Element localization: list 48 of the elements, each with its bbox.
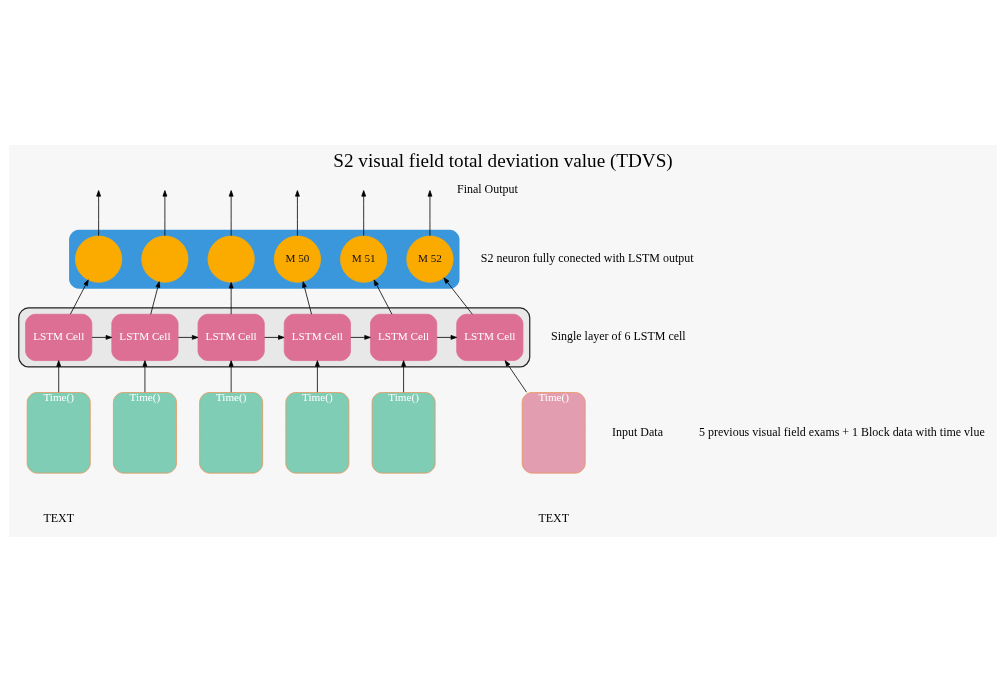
label: Single layer of 6 LSTM cell bbox=[551, 329, 686, 344]
node-box: Time() bbox=[199, 392, 264, 474]
label: Final Output bbox=[457, 181, 518, 196]
arrow bbox=[228, 282, 234, 315]
arrow bbox=[91, 335, 113, 340]
node-box: Time() bbox=[521, 392, 586, 474]
arrow bbox=[361, 190, 367, 237]
node-box: Time() bbox=[371, 392, 436, 474]
label: Input Data bbox=[612, 424, 663, 439]
node-box: LSTM Cell bbox=[25, 313, 93, 361]
diagram-title: S2 visual field total deviation value (TDVS) bbox=[333, 149, 673, 171]
node-box: LSTM Cell bbox=[370, 313, 438, 361]
node-circle bbox=[141, 235, 189, 283]
arrow bbox=[302, 281, 312, 315]
arrow bbox=[427, 190, 433, 237]
node-circle bbox=[207, 235, 255, 283]
node-circle: M 50 bbox=[273, 235, 321, 283]
arrow bbox=[315, 360, 320, 393]
node-box: Time() bbox=[26, 392, 91, 474]
node-box: LSTM Cell bbox=[283, 313, 351, 361]
arrow bbox=[177, 335, 199, 340]
label: TEXT bbox=[43, 511, 74, 526]
node-circle: M 51 bbox=[340, 235, 388, 283]
node-box: Time() bbox=[113, 392, 177, 474]
node-box: LSTM Cell bbox=[197, 313, 265, 361]
label: S2 neuron fully conected with LSTM output bbox=[480, 250, 694, 265]
node-box: LSTM Cell bbox=[456, 313, 524, 361]
arrow bbox=[504, 360, 527, 393]
arrow bbox=[142, 360, 148, 393]
arrow bbox=[436, 335, 457, 340]
label: TEXT bbox=[538, 511, 569, 526]
arrow bbox=[443, 277, 473, 315]
arrow bbox=[373, 279, 393, 315]
arrow bbox=[228, 360, 234, 393]
arrow bbox=[162, 190, 168, 237]
arrow bbox=[150, 281, 161, 315]
node-circle bbox=[75, 235, 123, 283]
arrow bbox=[228, 190, 234, 237]
arrow bbox=[295, 190, 300, 237]
arrow bbox=[401, 360, 406, 393]
label: 5 previous visual field exams + 1 Block data with time vlue bbox=[699, 424, 985, 439]
arrow bbox=[69, 279, 89, 315]
arrow bbox=[96, 190, 101, 237]
node-box: LSTM Cell bbox=[111, 313, 179, 361]
arrow bbox=[350, 335, 371, 340]
node-box: Time() bbox=[285, 392, 350, 474]
arrow bbox=[264, 335, 285, 340]
arrow bbox=[56, 360, 62, 393]
